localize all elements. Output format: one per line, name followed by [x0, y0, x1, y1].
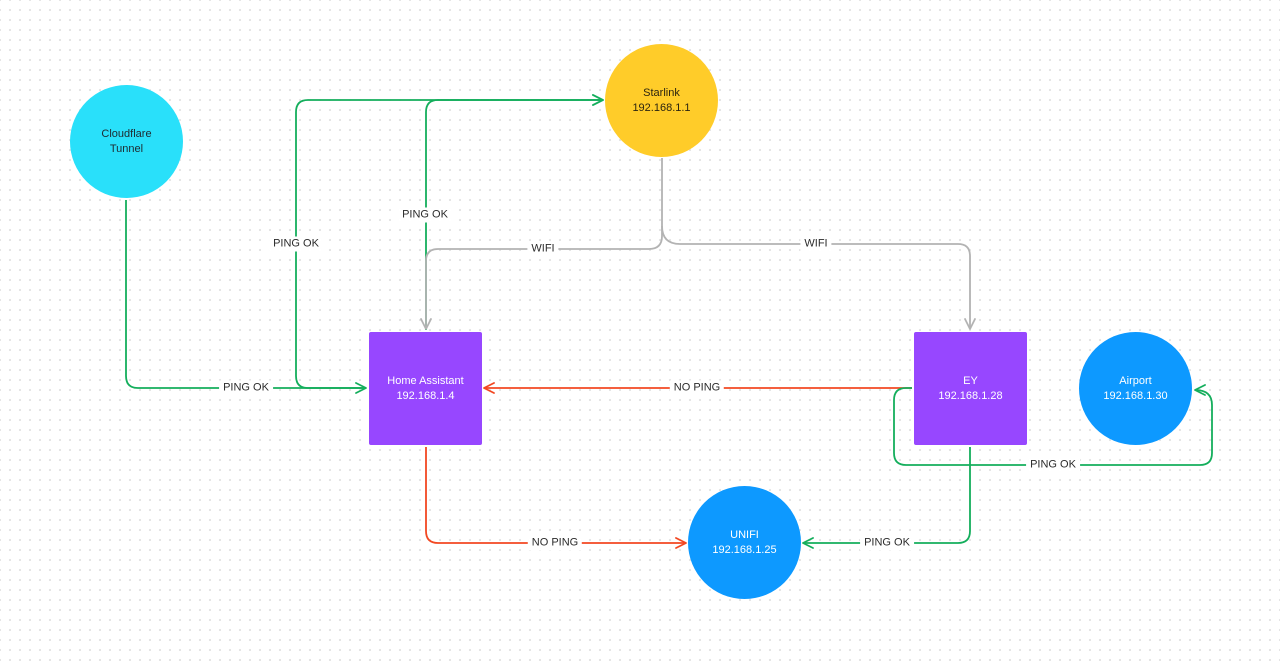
node-ey[interactable]: EY 192.168.1.28 [914, 332, 1027, 445]
node-unifi-name: UNIFI [730, 528, 759, 541]
edge-cloudflare-to-home-assistant [125, 200, 367, 394]
edge-home-assistant-to-starlink-inner [425, 94, 604, 330]
edge-label-starlink-wifi-ey: WIFI [800, 236, 832, 252]
node-airport[interactable]: Airport 192.168.1.30 [1079, 332, 1192, 445]
node-starlink-name: Starlink [643, 86, 680, 99]
edge-label-ey-to-airport: PING OK [1026, 457, 1080, 473]
edge-label-home-assistant-to-starlink-inner: PING OK [398, 207, 452, 223]
node-cloudflare-tunnel[interactable]: Cloudflare Tunnel [70, 85, 183, 198]
node-cloudflare-tunnel-name: Cloudflare [101, 127, 152, 140]
node-starlink-ip: 192.168.1.1 [632, 101, 691, 114]
edge-ey-to-airport [893, 384, 1213, 466]
node-unifi-ip: 192.168.1.25 [712, 543, 777, 556]
node-airport-name: Airport [1119, 374, 1152, 387]
edge-starlink-wifi-ey [661, 225, 976, 330]
node-airport-ip: 192.168.1.30 [1103, 389, 1168, 402]
node-ey-name: EY [963, 374, 978, 387]
node-home-assistant[interactable]: Home Assistant 192.168.1.4 [369, 332, 482, 445]
node-unifi[interactable]: UNIFI 192.168.1.25 [688, 486, 801, 599]
node-home-assistant-name: Home Assistant [387, 374, 464, 387]
edge-label-ey-to-home-assistant: NO PING [669, 380, 725, 396]
edge-label-cloudflare-to-home-assistant: PING OK [219, 380, 273, 396]
edge-label-home-assistant-to-unifi: NO PING [527, 535, 583, 551]
edge-label-starlink-wifi-home-assistant: WIFI [527, 241, 559, 257]
node-starlink[interactable]: Starlink 192.168.1.1 [605, 44, 718, 157]
node-ey-ip: 192.168.1.28 [938, 389, 1003, 402]
node-home-assistant-ip: 192.168.1.4 [396, 389, 455, 402]
node-cloudflare-tunnel-subtitle: Tunnel [109, 142, 144, 155]
edge-label-home-assistant-to-starlink-outer: PING OK [269, 236, 323, 252]
edge-home-assistant-to-unifi [425, 447, 687, 549]
edge-ey-to-unifi [802, 447, 971, 549]
edge-label-ey-to-unifi: PING OK [860, 535, 914, 551]
